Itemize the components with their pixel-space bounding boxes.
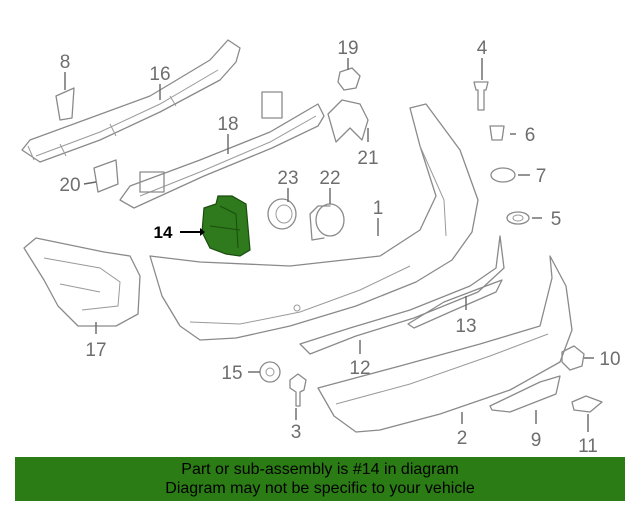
callout-23: 23 (277, 168, 298, 189)
part-21-bracket (327, 99, 369, 143)
callout-19: 19 (337, 38, 358, 59)
part-15-grommet (259, 361, 281, 383)
part-14-highlighted-bracket[interactable] (201, 195, 251, 257)
callout-2: 2 (457, 428, 468, 449)
callout-7: 7 (536, 166, 547, 187)
part-11-clip (571, 395, 603, 413)
part-18-absorber (119, 91, 325, 209)
part-10-bolt (561, 345, 585, 371)
callout-21: 21 (357, 148, 378, 169)
parts-diagram: 8 16 18 20 17 19 21 23 22 1 4 6 7 5 13 1… (21, 38, 621, 456)
callout-13: 13 (455, 316, 476, 337)
banner-line-part-info: Part or sub-assembly is #14 in diagram (181, 461, 459, 478)
part-13-strip (407, 279, 503, 329)
part-5-washer (506, 211, 530, 225)
part-8-bracket (55, 87, 75, 121)
part-20-pad (93, 159, 119, 193)
callout-12: 12 (349, 358, 370, 379)
callout-22: 22 (319, 168, 340, 189)
callout-4: 4 (477, 38, 488, 59)
callout-20: 20 (59, 175, 80, 196)
leader-lines (64, 58, 594, 432)
part-7-pad (490, 167, 516, 183)
part-4-bolt (473, 81, 489, 111)
callout-18: 18 (217, 114, 238, 135)
part-9-bracket (489, 375, 561, 413)
part-22-sensor (309, 203, 345, 241)
callout-17: 17 (85, 340, 106, 361)
callout-10: 10 (599, 349, 620, 370)
callout-11: 11 (578, 436, 598, 456)
callout-1: 1 (373, 198, 384, 219)
callout-15: 15 (221, 363, 242, 384)
callout-16: 16 (149, 64, 170, 85)
banner-line-disclaimer: Diagram may not be specific to your vehi… (165, 480, 475, 497)
part-6-clip (489, 125, 505, 141)
callout-14-highlighted: 14 (154, 223, 173, 242)
callout-5: 5 (551, 209, 562, 230)
callout-labels: 8 16 18 20 17 19 21 23 22 1 4 6 7 5 13 1… (59, 38, 620, 456)
part-1-bumper-cover (149, 103, 479, 341)
part-19-nut (337, 67, 361, 91)
part-23-grommet (267, 198, 297, 230)
part-12-strip (299, 235, 505, 355)
callout-8: 8 (60, 52, 71, 73)
info-banner: Part or sub-assembly is #14 in diagram D… (15, 457, 625, 501)
part-2-diffuser (317, 255, 573, 433)
part-3-screw (289, 373, 307, 407)
callout-3: 3 (291, 422, 302, 443)
callout-6: 6 (525, 125, 536, 146)
callout-9: 9 (531, 430, 542, 451)
part-17-side-bracket (23, 237, 141, 327)
part-16-reinforcement (21, 39, 241, 163)
